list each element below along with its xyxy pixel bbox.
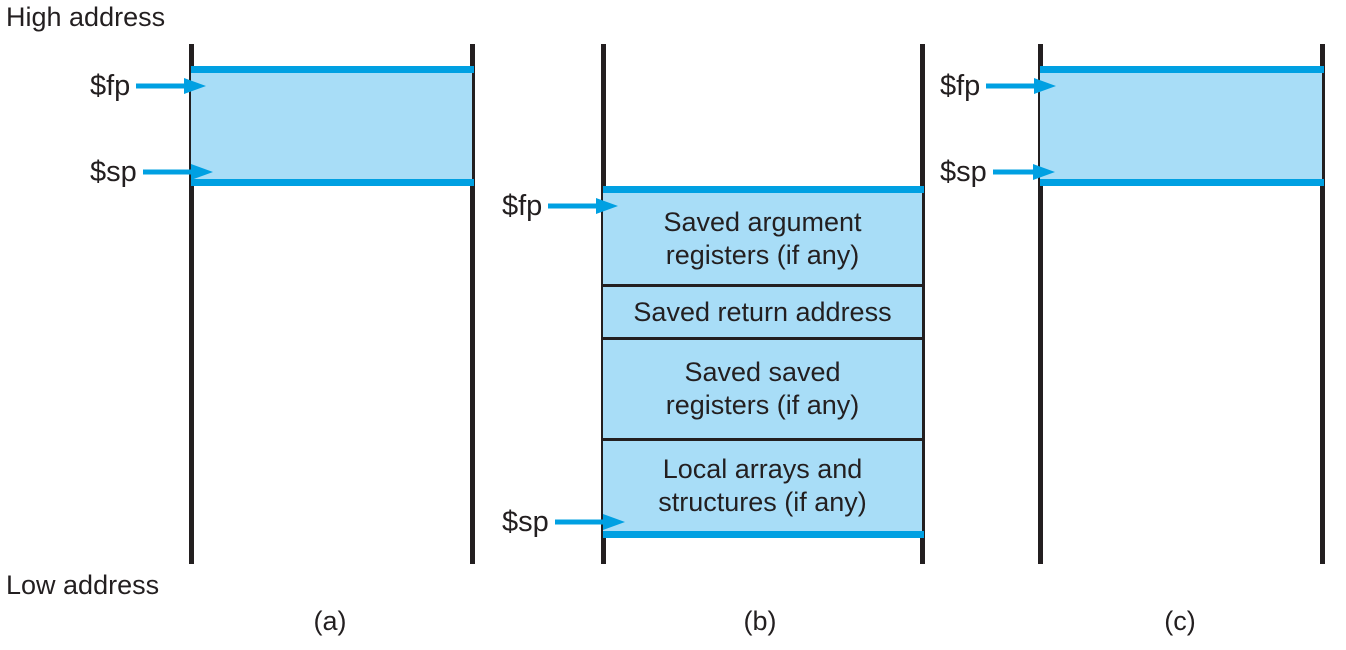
panel-b-divider-3 (603, 438, 922, 441)
panel-a-allocated-region (191, 66, 472, 186)
panel-b-sp-pointer: $sp (502, 505, 625, 539)
panel-b-divider-2 (603, 337, 922, 340)
arrow-right-icon (992, 164, 1055, 180)
panel-c-left-wall (1038, 44, 1043, 564)
panel-a-left-wall (189, 44, 194, 564)
high-address-label: High address (6, 2, 166, 32)
panel-c-sp-pointer: $sp (940, 155, 1055, 189)
arrow-right-icon (142, 164, 213, 180)
panel-a-fp-pointer: $fp (90, 69, 207, 103)
panel-c-caption: (c) (1164, 606, 1196, 636)
panel-a-fp-label: $fp (90, 69, 131, 102)
panel-c-allocated-region (1040, 66, 1322, 186)
panel-b-fp-label: $fp (502, 189, 543, 222)
arrow-right-icon (554, 514, 625, 530)
panel-b-frame-region (603, 188, 922, 538)
panel-c-sp-label: $sp (940, 155, 987, 188)
panel-c-fp-label: $fp (940, 69, 981, 102)
panel-b-divider-1 (603, 284, 922, 287)
arrow-right-icon (986, 78, 1057, 94)
panel-c-right-wall (1320, 44, 1325, 564)
panel-a-sp-rule (191, 179, 474, 186)
panel-a-caption: (a) (313, 606, 347, 636)
panel-c-fp-rule (1040, 66, 1324, 73)
panel-b-fp-pointer: $fp (502, 189, 619, 223)
panel-b-fp-rule (603, 186, 924, 193)
panel-a-right-wall (470, 44, 475, 564)
panel-b-sp-rule (603, 531, 924, 538)
panel-a-sp-pointer: $sp (90, 155, 213, 189)
panel-b-sp-label: $sp (502, 505, 549, 538)
panel-a-sp-label: $sp (90, 155, 137, 188)
panel-c-sp-rule (1040, 179, 1324, 186)
panel-b-right-wall (920, 44, 925, 564)
arrow-right-icon (136, 78, 207, 94)
panel-a-fp-rule (191, 66, 474, 73)
panel-c-fp-pointer: $fp (940, 69, 1057, 103)
arrow-right-icon (548, 198, 619, 214)
low-address-label: Low address (6, 570, 160, 600)
panel-b-caption: (b) (743, 606, 777, 636)
